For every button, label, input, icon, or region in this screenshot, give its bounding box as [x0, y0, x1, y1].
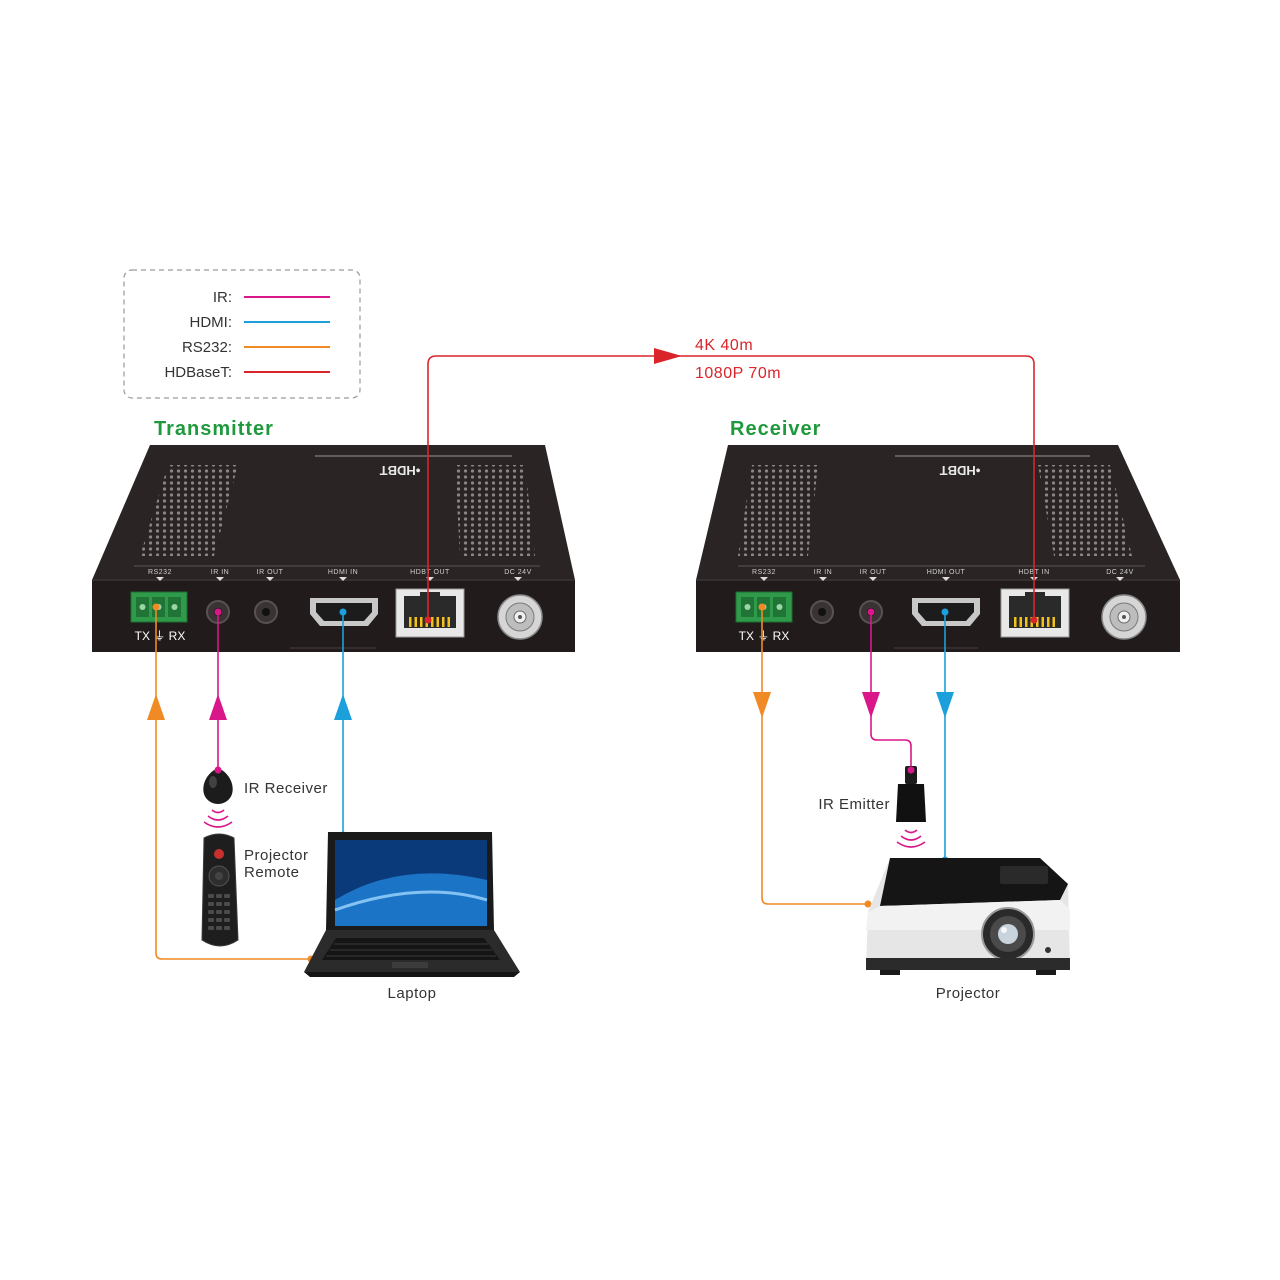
ir-receiver-signal-icon: [203, 809, 233, 828]
receiver-rs232-cable: [753, 603, 872, 908]
transmitter-port-label-hdbt-out: HDBT OUT: [410, 569, 450, 576]
projector: [866, 858, 1070, 975]
transmitter-terminal-label: TX ⏚ RX: [135, 629, 186, 643]
ir-receiver-label: IR Receiver: [244, 780, 328, 797]
receiver-vents-left: [738, 465, 818, 556]
transmitter-port-label-rs232: RS232: [148, 569, 172, 576]
receiver-port-label-ir-out: IR OUT: [860, 569, 887, 576]
transmitter-vents-left: [140, 465, 238, 556]
receiver-ir-cable: [862, 608, 912, 770]
transmitter-port-label-dc: DC 24V: [504, 569, 532, 576]
transmitter-ir-cable: [209, 608, 227, 770]
receiver-device: •HDBT RS232 IR IN IR OUT HDMI OUT HDBT I…: [696, 445, 1180, 652]
receiver-terminal-label: TX ⏚ RX: [739, 629, 790, 643]
hdbaset-arrow: [654, 348, 682, 364]
transmitter-dc-jack: [497, 594, 543, 640]
legend-label-hdbaset: HDBaseT:: [164, 364, 232, 381]
transmitter-title: Transmitter: [154, 418, 274, 440]
legend-label-ir: IR:: [213, 289, 232, 306]
legend-label-rs232: RS232:: [182, 339, 232, 356]
ir-emitter-label: IR Emitter: [818, 796, 890, 813]
transmitter-hdbt-out-port: [395, 588, 465, 638]
transmitter-logo: •HDBT: [380, 463, 421, 478]
ir-receiver: [203, 766, 233, 804]
legend-label-hdmi: HDMI:: [190, 314, 233, 331]
transmitter-port-label-ir-in: IR IN: [211, 569, 229, 576]
hdbaset-link: 4K 40m 1080P 70m: [424, 337, 1038, 624]
projector-label: Projector: [936, 985, 1001, 1002]
projector-remote-label-line2: Remote: [244, 864, 300, 881]
receiver-logo: •HDBT: [940, 463, 981, 478]
hdbaset-cable: [427, 355, 1035, 620]
transmitter-port-label-ir-out: IR OUT: [257, 569, 284, 576]
receiver-port-label-dc: DC 24V: [1106, 569, 1134, 576]
projector-remote-label-line1: Projector: [244, 847, 309, 864]
projector-remote: [201, 833, 239, 947]
receiver-dc-jack: [1101, 594, 1147, 640]
transmitter-device: •HDBT RS232 IR IN IR OUT HDMI IN HDBT OU…: [92, 445, 575, 652]
laptop: [304, 832, 520, 977]
link-spec-1080p: 1080P 70m: [695, 365, 781, 382]
transmitter-rs232-cable: [147, 603, 315, 963]
receiver-port-label-hdmi-out: HDMI OUT: [927, 569, 966, 576]
transmitter-vents-right: [455, 465, 535, 556]
transmitter-port-label-hdmi-in: HDMI IN: [328, 569, 358, 576]
link-spec-4k: 4K 40m: [695, 337, 753, 354]
legend-box: [123, 269, 361, 399]
receiver-port-label-ir-in: IR IN: [814, 569, 832, 576]
ir-emitter-signal-icon: [896, 829, 926, 848]
legend: IR: HDMI: RS232: HDBaseT:: [123, 269, 361, 399]
receiver-hdbt-in-port: [1000, 588, 1070, 638]
ir-emitter: [896, 766, 926, 822]
receiver-title: Receiver: [730, 418, 821, 440]
receiver-port-label-rs232: RS232: [752, 569, 776, 576]
receiver-vents-right: [1038, 465, 1132, 556]
laptop-label: Laptop: [388, 985, 437, 1002]
